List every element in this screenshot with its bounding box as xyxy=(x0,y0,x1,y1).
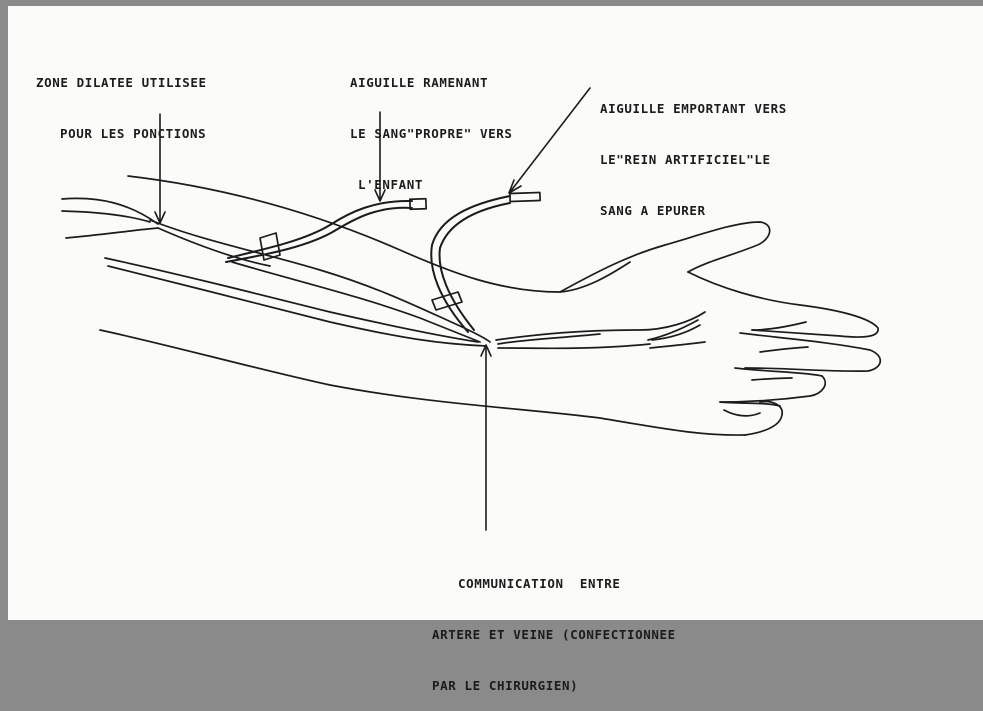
return-needle-label: AIGUILLE RAMENANT LE SANG"PROPRE" VERS L… xyxy=(350,40,513,210)
blood-vessels xyxy=(105,220,705,348)
return-needle-line2: LE SANG"PROPRE" VERS xyxy=(350,125,513,142)
fistula-line2: ARTERE ET VEINE (CONFECTIONNEE xyxy=(432,626,676,643)
zone-label: ZONE DILATEE UTILISEE POUR LES PONCTIONS xyxy=(36,40,207,159)
outflow-needle-line1: AIGUILLE EMPORTANT VERS xyxy=(600,100,787,117)
zone-label-line1: ZONE DILATEE UTILISEE xyxy=(36,74,207,91)
fistula-line1: COMMUNICATION ENTRE xyxy=(432,575,676,592)
fistula-line3: PAR LE CHIRURGIEN) xyxy=(432,677,676,694)
zone-label-line2: POUR LES PONCTIONS xyxy=(36,125,207,142)
outflow-needle-line3: SANG A EPURER xyxy=(600,202,787,219)
hand-outline xyxy=(560,222,880,416)
return-needle-line1: AIGUILLE RAMENANT xyxy=(350,74,513,91)
outflow-needle-arrow xyxy=(510,88,590,192)
outflow-needle-label: AIGUILLE EMPORTANT VERS LE"REIN ARTIFICI… xyxy=(600,66,787,236)
outflow-needle-line2: LE"REIN ARTIFICIEL"LE xyxy=(600,151,787,168)
return-needle-line3: L'ENFANT xyxy=(350,176,513,193)
outflow-needle-tube xyxy=(431,192,540,332)
fistula-label: COMMUNICATION ENTRE ARTERE ET VEINE (CON… xyxy=(432,541,676,711)
